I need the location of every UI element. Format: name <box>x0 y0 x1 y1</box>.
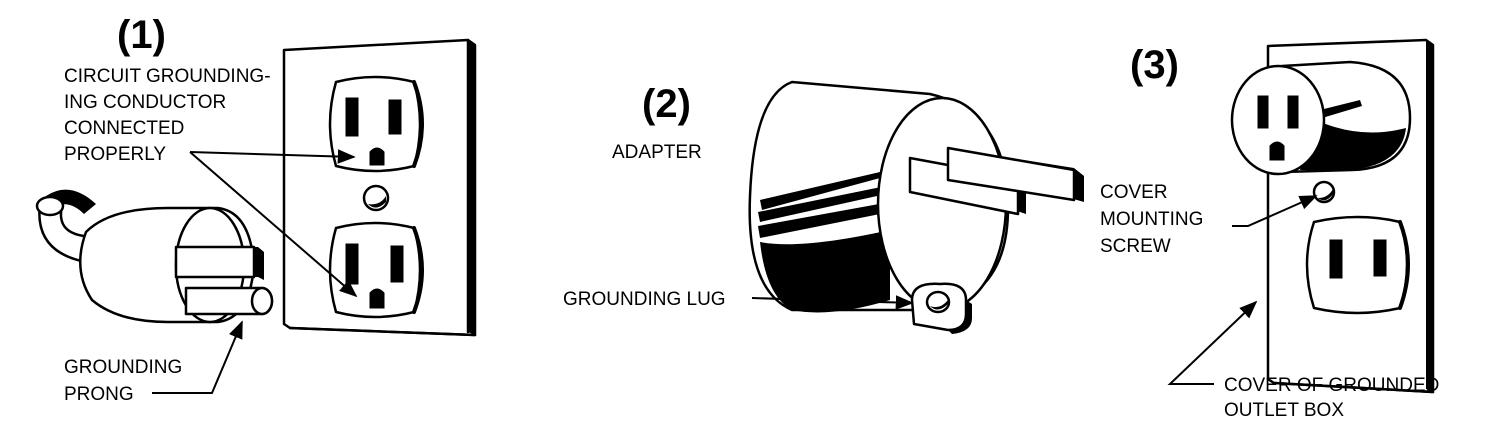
conductor-label-line-1: CIRCUIT GROUNDING- <box>64 66 271 87</box>
prong-label-line-2: PRONG <box>64 384 134 405</box>
figure-1: (1) CIRCUIT GROUNDING- I <box>35 13 477 405</box>
grounded-plug <box>35 189 274 324</box>
box-label-line-1: COVER OF GROUNDED <box>1224 375 1439 396</box>
box-label-line-2: OUTLET BOX <box>1224 400 1344 421</box>
upper-receptacle <box>328 75 424 173</box>
screw-label-line-1: COVER <box>1100 182 1168 203</box>
prong-label-line-1: GROUNDING <box>64 357 182 378</box>
leader-outlet-box-cover <box>1167 300 1258 385</box>
lower-receptacle-3 <box>1305 215 1410 315</box>
leader-mounting-screw <box>1232 195 1318 227</box>
lower-receptacle <box>328 221 424 319</box>
screw-label-line-2: MOUNTING <box>1100 209 1203 230</box>
figure-2-number: (2) <box>642 82 691 126</box>
leader-grounding-lug <box>751 295 914 310</box>
figure-1-number: (1) <box>117 13 166 57</box>
conductor-label-line-2: ING CONDUCTOR <box>64 92 226 113</box>
conductor-label-line-4: PROPERLY <box>64 144 166 165</box>
figure-2: (2) ADAPTER GROUNDING LUG <box>563 80 1084 334</box>
leader-upper-ground-slot <box>189 149 356 164</box>
figure-3-number: (3) <box>1130 43 1179 87</box>
leader-lower-ground-slot <box>189 151 358 298</box>
lug-label: GROUNDING LUG <box>563 289 726 310</box>
figure-3: (3) COVER MOUNTING S <box>1100 38 1439 421</box>
plugged-adapter <box>1230 60 1412 176</box>
adapter-body <box>748 80 1084 334</box>
screw-label-line-3: SCREW <box>1100 236 1171 257</box>
adapter-label: ADAPTER <box>612 142 702 163</box>
conductor-label-line-3: CONNECTED <box>64 118 184 139</box>
leader-grounding-prong <box>152 320 243 394</box>
